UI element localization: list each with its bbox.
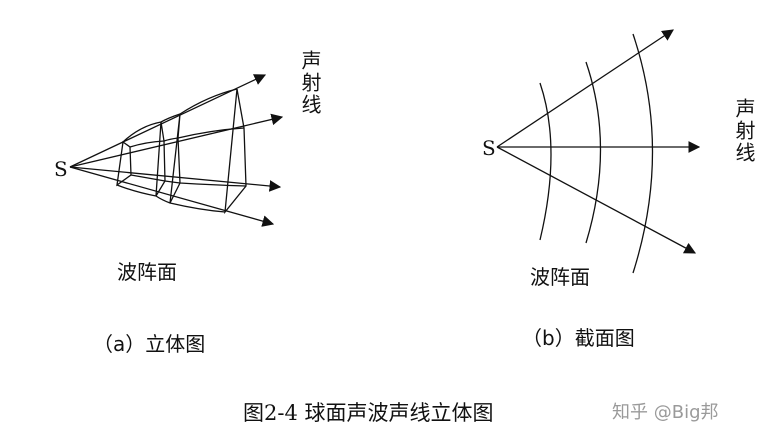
ray-label-b: 声射线: [732, 98, 756, 164]
watermark: 知乎 @Big邦: [612, 402, 719, 423]
wavefront-a-1: [116, 140, 132, 187]
ray-a-4: [69, 166, 275, 227]
panel-b-diagram: [496, 29, 701, 274]
ray-label-a: 声射线: [298, 50, 322, 116]
wavefront-b-2: [585, 61, 602, 244]
source-label-b: S: [482, 136, 496, 160]
caption-b: （b）截面图: [522, 326, 635, 350]
wavefront-b-1: [539, 82, 552, 241]
wavefront-label-a: 波阵面: [117, 260, 177, 284]
wavefront-a-3: [169, 113, 181, 204]
panel-a-diagram: [69, 74, 284, 227]
ray-a-3: [69, 166, 282, 192]
wavefront-a-mesh: [116, 88, 247, 213]
wavefront-label-b: 波阵面: [530, 265, 590, 289]
wavefront-a-2: [155, 121, 166, 197]
ray-b-1: [496, 29, 674, 148]
caption-a: （a）立体图: [93, 332, 206, 356]
ray-a-2: [69, 113, 284, 168]
wavefront-b-3: [632, 33, 654, 274]
figure-caption: 图2-4 球面声波声线立体图: [243, 401, 494, 425]
source-label-a: S: [54, 157, 68, 181]
wavefront-a-4: [224, 88, 247, 215]
